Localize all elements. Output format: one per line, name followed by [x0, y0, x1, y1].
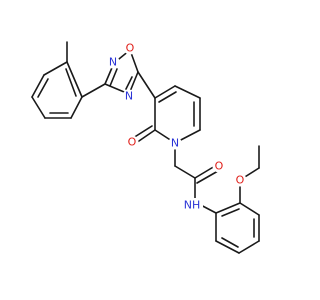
svg-text:O: O [126, 42, 135, 55]
svg-text:O: O [215, 160, 224, 173]
svg-text:O: O [128, 136, 137, 149]
atom-amide-nh: NH [184, 198, 203, 212]
svg-text:O: O [236, 174, 245, 187]
atom-oxadiazole-n-bottom: N [122, 89, 136, 103]
bond-oxadiazole-pyridinone [137, 71, 156, 99]
bond-aryl-oxadiazole [81, 83, 106, 98]
bond-ch2-co [174, 165, 196, 179]
atom-pyridinone-n: N [168, 136, 182, 150]
atom-amide-o: O [212, 159, 226, 173]
molecule-structure: O N N N O O NH O [31, 41, 260, 254]
pyridinone-ring [154, 85, 201, 144]
svg-text:N: N [171, 137, 179, 150]
atom-oxadiazole-o: O [123, 41, 137, 55]
bond-amide-carbonyl [194, 165, 216, 179]
atom-ether-o: O [233, 173, 247, 187]
ethoxyphenyl-ring [215, 202, 260, 254]
atom-oxadiazole-n-top: N [106, 55, 120, 69]
bond-pyridinone-carbonyl [135, 129, 156, 144]
svg-text:N: N [125, 90, 133, 103]
svg-text:N: N [109, 56, 117, 69]
tolyl-ring [31, 61, 83, 119]
atom-pyridinone-o: O [125, 135, 139, 149]
svg-text:NH: NH [184, 199, 201, 212]
